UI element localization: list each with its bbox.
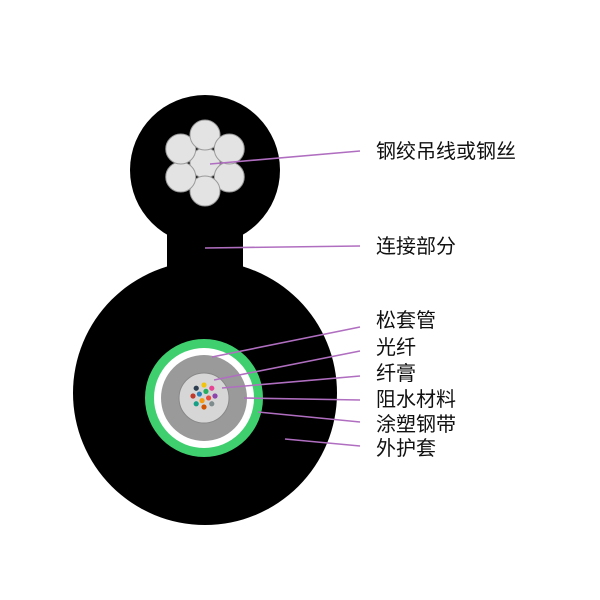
label-connecting-part: 连接部分	[376, 234, 456, 258]
steel-strand	[189, 175, 221, 207]
steel-strand-group	[165, 119, 245, 207]
optical-fiber	[193, 385, 199, 391]
leader-line-water-blocking	[243, 397, 361, 401]
label-loose-tube: 松套管	[376, 308, 436, 332]
leader-line-gel	[221, 375, 361, 389]
label-fiber-gel: 纤膏	[376, 361, 416, 385]
leader-line-loose-tube	[211, 326, 361, 358]
optical-fiber	[201, 404, 207, 410]
leader-line-connecting	[204, 245, 361, 249]
optical-fiber	[193, 401, 199, 407]
fiber-gel	[178, 372, 230, 424]
optical-fiber	[209, 401, 215, 407]
optical-fiber	[199, 398, 205, 404]
leader-line-fiber	[213, 350, 361, 381]
optical-fiber	[209, 385, 215, 391]
steel-strand	[189, 119, 221, 151]
optical-fiber	[190, 393, 196, 399]
label-outer-sheath: 外护套	[376, 436, 436, 460]
leader-line-messenger	[209, 150, 361, 165]
optical-fiber	[203, 388, 209, 394]
optical-fiber	[201, 382, 207, 388]
label-coated-steel-tape: 涂塑钢带	[376, 412, 456, 436]
steel-strand	[165, 161, 197, 193]
label-messenger-wire: 钢绞吊线或钢丝	[376, 139, 516, 163]
leader-line-outer-sheath	[284, 438, 361, 447]
label-water-blocking: 阻水材料	[376, 387, 456, 411]
steel-strand	[165, 133, 197, 165]
optical-fiber-group	[190, 382, 218, 410]
optical-fiber	[206, 395, 212, 401]
steel-strand	[213, 133, 245, 165]
optical-fiber	[196, 391, 202, 397]
leader-line-steel-tape	[257, 411, 361, 423]
optical-fiber	[212, 393, 218, 399]
label-optical-fiber: 光纤	[376, 335, 416, 359]
